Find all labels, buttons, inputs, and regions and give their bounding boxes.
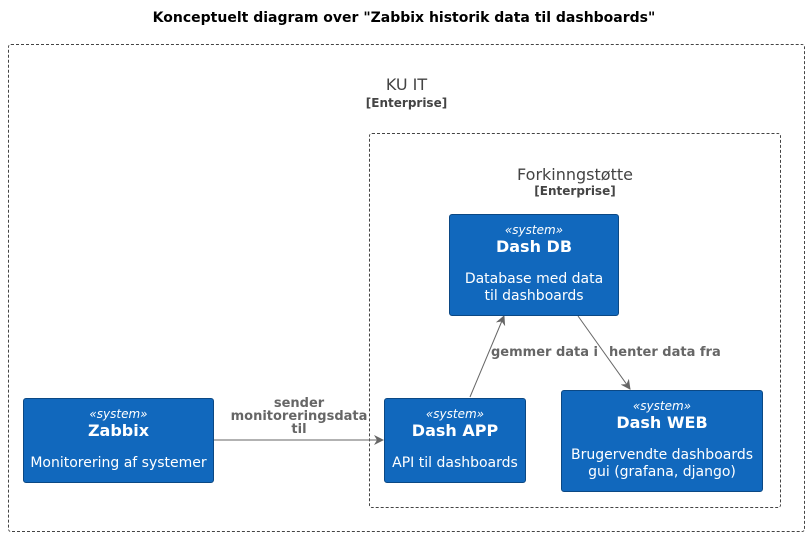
node-dash-web-stereotype: «system»: [632, 399, 692, 413]
node-dash-db[interactable]: «system» Dash DB Database med data til d…: [449, 214, 619, 316]
boundary-ku-it: KU IT [Enterprise]: [8, 44, 805, 532]
edge-label-dash-app-to-dash-db: gemmer data i: [491, 345, 599, 360]
node-dash-app[interactable]: «system» Dash APP API til dashboards: [384, 398, 526, 483]
node-dash-web-name: Dash WEB: [616, 413, 708, 432]
node-dash-app-stereotype: «system»: [425, 407, 485, 421]
node-dash-db-name: Dash DB: [495, 237, 573, 256]
boundary-forkinngstotte: Forkinngstøtte [Enterprise]: [369, 133, 781, 508]
boundary-forkinngstotte-name: Forkinngstøtte: [517, 165, 633, 184]
diagram-title: Konceptuelt diagram over "Zabbix histori…: [152, 10, 656, 26]
node-dash-web-description: Brugervendte dashboards gui (grafana, dj…: [570, 447, 754, 480]
edge-label-line-3: til: [291, 422, 307, 437]
edge-label-line-2: monitoreringsdata: [230, 409, 368, 424]
node-dash-app-name: Dash APP: [411, 421, 499, 440]
node-dash-db-stereotype: «system»: [504, 223, 564, 237]
boundary-ku-it-name: KU IT: [385, 75, 428, 94]
edge-label-line-1: sender: [273, 396, 325, 411]
node-zabbix-description: Monitorering af systemer: [30, 455, 207, 471]
edge-dash-db-to-dash-web: [577, 315, 631, 390]
node-dash-web[interactable]: «system» Dash WEB Brugervendte dashboard…: [561, 390, 763, 492]
boundary-forkinngstotte-type: [Enterprise]: [534, 184, 616, 198]
node-zabbix-name: Zabbix: [87, 421, 150, 440]
boundary-ku-it-type: [Enterprise]: [365, 96, 448, 110]
node-dash-app-description: API til dashboards: [392, 455, 518, 471]
edge-label-zabbix-to-dash-app: sender monitoreringsdata til: [224, 397, 374, 436]
node-dash-db-description: Database med data til dashboards: [464, 271, 604, 304]
node-zabbix-stereotype: «system»: [89, 407, 148, 421]
edge-dash-app-to-dash-db: [469, 315, 506, 398]
edge-label-dash-db-to-dash-web: henter data fra: [609, 345, 721, 360]
node-zabbix[interactable]: «system» Zabbix Monitorering af systemer: [23, 398, 214, 483]
